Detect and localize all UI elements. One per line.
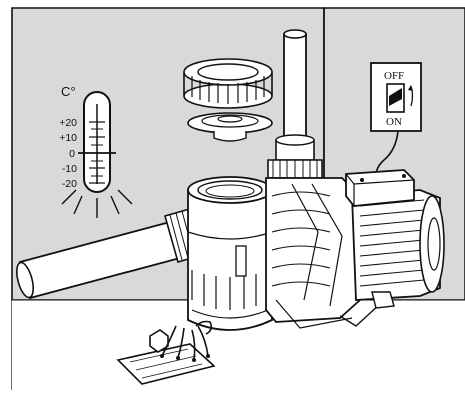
switch-arrow-icon [408, 85, 413, 91]
thermometer-scale-minus-20: -20 [62, 178, 77, 190]
power-switch [370, 62, 422, 179]
thermometer-scale-minus-10: -10 [62, 163, 77, 175]
thermometer-unit-label: C° [61, 84, 76, 99]
thermometer-scale-zero: 0 [69, 148, 75, 160]
pump-motor [345, 169, 445, 309]
floor-junction-box [116, 320, 216, 385]
switch-off-label: OFF [384, 70, 404, 82]
switch-on-label: ON [386, 116, 402, 128]
strainer-housing [187, 176, 273, 331]
thermometer-icon [61, 91, 133, 218]
lid-ring [183, 58, 273, 109]
outlet-pipe [267, 29, 323, 179]
thermometer-scale-plus-10: +10 [59, 132, 77, 144]
floor [12, 300, 465, 401]
pump-body [265, 177, 381, 329]
thermometer-scale-plus-20: +20 [59, 117, 77, 129]
pump-lid-seal [187, 112, 273, 142]
cable-gland-nut [149, 329, 169, 353]
